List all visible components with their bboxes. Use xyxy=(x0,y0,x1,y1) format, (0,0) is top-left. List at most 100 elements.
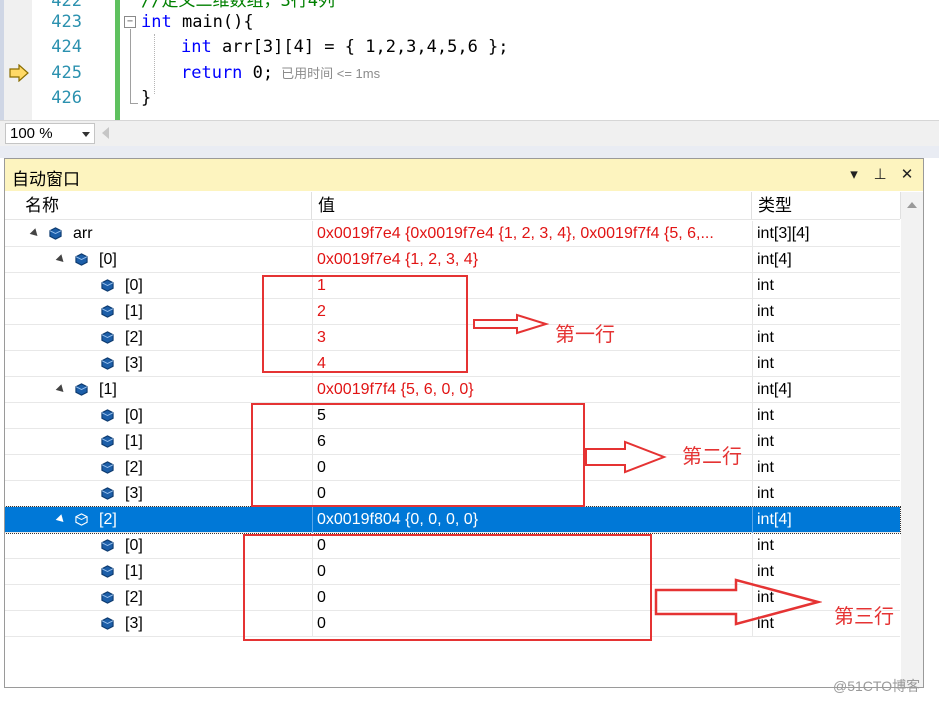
table-row[interactable]: [0]0x0019f7e4 {1, 2, 3, 4}int[4] xyxy=(5,247,900,273)
column-header-value[interactable]: 值 xyxy=(312,192,752,219)
line-number: 425 xyxy=(51,63,82,83)
variable-cube-icon xyxy=(49,227,62,240)
pin-icon[interactable]: ⊥ xyxy=(873,165,887,183)
code-fragment: arr[3][4] = { 1,2,3,4,5,6 }; xyxy=(211,37,509,57)
annotation-box-row1 xyxy=(262,275,468,373)
vertical-scrollbar[interactable] xyxy=(901,192,923,687)
cell-value[interactable]: 2 xyxy=(312,299,751,325)
cell-value[interactable]: 0 xyxy=(312,481,751,507)
glyph-margin[interactable] xyxy=(4,0,32,120)
variable-name: [3] xyxy=(125,485,143,502)
variable-cube-icon xyxy=(101,487,114,500)
keyword: int xyxy=(181,37,212,57)
expand-toggle-icon[interactable] xyxy=(29,228,41,239)
column-header-type[interactable]: 类型 xyxy=(752,192,901,219)
cell-value[interactable]: 0 xyxy=(312,611,751,637)
cell-type: int xyxy=(752,455,900,481)
cell-value[interactable]: 0x0019f7e4 {1, 2, 3, 4} xyxy=(312,247,751,273)
cell-type: int xyxy=(752,351,900,377)
variable-name: [2] xyxy=(99,511,117,528)
variable-name: [0] xyxy=(99,251,117,268)
variable-cube-icon xyxy=(101,279,114,292)
variable-name: [0] xyxy=(125,537,143,554)
variable-cube-icon xyxy=(101,357,114,370)
cell-name: [1] xyxy=(5,299,311,325)
current-statement-arrow-icon[interactable] xyxy=(9,64,29,82)
annotation-label-row2: 第二行 xyxy=(682,444,742,468)
cell-value[interactable]: 6 xyxy=(312,429,751,455)
cell-name: [3] xyxy=(5,351,311,377)
code-line-422: 422 //定义二维数组，3行4列 xyxy=(0,0,939,14)
cell-value[interactable]: 0 xyxy=(312,455,751,481)
variable-cube-icon xyxy=(101,591,114,604)
close-icon[interactable]: ✕ xyxy=(900,165,914,183)
line-number: 423 xyxy=(51,12,82,32)
variable-name: [0] xyxy=(125,277,143,294)
cell-value[interactable]: 4 xyxy=(312,351,751,377)
column-header-name[interactable]: 名称 xyxy=(19,192,312,219)
cell-type: int[3][4] xyxy=(752,221,900,247)
code-text: int main(){ xyxy=(141,10,254,35)
cell-value[interactable]: 0 xyxy=(312,559,751,585)
cell-value[interactable]: 0x0019f7e4 {0x0019f7e4 {1, 2, 3, 4}, 0x0… xyxy=(312,221,751,247)
zoom-level-select[interactable]: 100 % xyxy=(5,123,95,144)
code-text: int arr[3][4] = { 1,2,3,4,5,6 }; xyxy=(181,35,509,60)
variable-name: [2] xyxy=(125,329,143,346)
cell-type: int xyxy=(752,403,900,429)
expand-toggle-icon[interactable] xyxy=(55,384,67,395)
variable-name: [3] xyxy=(125,615,143,632)
code-text: } xyxy=(141,88,152,108)
cell-value[interactable]: 3 xyxy=(312,325,751,351)
cell-value[interactable]: 1 xyxy=(312,273,751,299)
cell-value[interactable]: 5 xyxy=(312,403,751,429)
keyword: int xyxy=(141,12,172,32)
cell-type: int xyxy=(752,585,900,611)
cell-value[interactable]: 0x0019f804 {0, 0, 0, 0} xyxy=(312,507,751,533)
cell-value[interactable]: 0 xyxy=(312,533,751,559)
cell-value[interactable]: 0 xyxy=(312,585,751,611)
perf-tip-elapsed[interactable]: 已用时间 <= 1ms xyxy=(281,66,381,81)
scroll-left-icon[interactable] xyxy=(102,127,109,139)
code-editor[interactable]: 422 //定义二维数组，3行4列 423 int main(){ 424 in… xyxy=(0,0,939,120)
variable-name: [2] xyxy=(125,459,143,476)
expand-toggle-icon[interactable] xyxy=(55,254,67,265)
autos-title-bar[interactable]: 自动窗口 ▾ ⊥ ✕ xyxy=(5,159,923,191)
annotation-arrow-row2-icon xyxy=(585,440,667,474)
annotation-box-row2 xyxy=(251,403,585,507)
variable-cube-icon xyxy=(101,617,114,630)
variable-cube-icon xyxy=(101,331,114,344)
window-position-dropdown-icon[interactable]: ▾ xyxy=(850,165,858,183)
variable-cube-icon xyxy=(75,383,88,396)
cell-value[interactable]: 0x0019f7f4 {5, 6, 0, 0} xyxy=(312,377,751,403)
scroll-up-icon[interactable] xyxy=(907,202,917,208)
variable-cube-icon xyxy=(101,539,114,552)
table-row[interactable]: [1]0x0019f7f4 {5, 6, 0, 0}int[4] xyxy=(5,377,900,403)
code-line-425: 425 return 0;已用时间 <= 1ms xyxy=(0,61,939,86)
cell-type: int xyxy=(752,481,900,507)
pane-splitter[interactable] xyxy=(0,146,939,158)
annotation-label-row1: 第一行 xyxy=(555,322,615,346)
variable-name: [2] xyxy=(125,589,143,606)
cell-name: [2] xyxy=(5,507,311,533)
collapse-toggle[interactable]: − xyxy=(124,16,136,28)
cell-type: int[4] xyxy=(752,377,900,403)
cell-name: [2] xyxy=(5,325,311,351)
cell-name: [1] xyxy=(5,429,311,455)
cell-type: int xyxy=(752,429,900,455)
variable-cube-icon xyxy=(101,565,114,578)
cell-type: int xyxy=(752,325,900,351)
expand-toggle-icon[interactable] xyxy=(55,514,67,525)
table-row[interactable]: [2]0x0019f804 {0, 0, 0, 0}int[4] xyxy=(5,506,901,534)
